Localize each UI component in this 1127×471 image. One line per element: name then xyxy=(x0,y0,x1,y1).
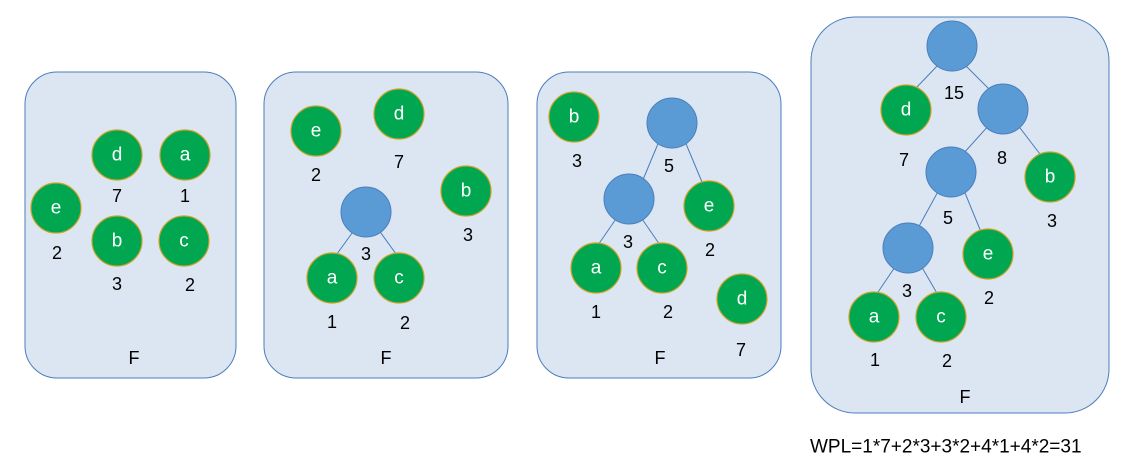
forest-label: F xyxy=(381,348,392,368)
node-weight: 2 xyxy=(705,240,715,260)
leaf-node-a: a xyxy=(159,129,211,181)
tree-edge xyxy=(597,215,619,246)
node-weight: 3 xyxy=(623,232,633,252)
node-weight: 1 xyxy=(180,186,190,206)
node-weight: 1 xyxy=(327,312,337,332)
node-letter: b xyxy=(112,231,123,252)
leaf-node-a: a xyxy=(848,291,900,343)
internal-node-3 xyxy=(340,186,392,238)
node-letter: b xyxy=(1045,167,1056,188)
tree-edge xyxy=(683,138,703,183)
leaf-node-c: c xyxy=(158,215,210,267)
leaf-node-e: e xyxy=(30,182,82,234)
internal-node-15 xyxy=(926,20,978,72)
node-weight: 8 xyxy=(997,148,1007,168)
tree-edge xyxy=(915,62,941,89)
tree-edge xyxy=(962,187,982,233)
leaf-node-c: c xyxy=(373,252,425,304)
node-weight: 1 xyxy=(591,302,601,322)
internal-node-5 xyxy=(925,146,977,198)
panel-background xyxy=(810,16,1110,414)
leaf-node-d: d xyxy=(373,88,425,140)
leaf-node-e: e xyxy=(962,228,1014,280)
forest-label: F xyxy=(655,348,666,368)
tree-edge xyxy=(919,263,939,296)
node-letter: a xyxy=(180,145,191,166)
forest-panel-1: d 7 a 1 e 2 b 3 c 2 F xyxy=(24,71,237,379)
leaf-node-a: a xyxy=(570,242,622,294)
leaf-node-a: a xyxy=(306,252,358,304)
node-letter: d xyxy=(901,100,912,121)
internal-node-3 xyxy=(882,222,934,274)
tree-edge xyxy=(1016,123,1044,159)
node-letter: e xyxy=(983,244,994,265)
leaf-node-d: d xyxy=(716,273,768,325)
leaf-node-b: b xyxy=(548,91,600,143)
tree-edge xyxy=(962,123,991,155)
leaf-node-b: b xyxy=(91,215,143,267)
node-weight: 7 xyxy=(112,186,122,206)
node-letter: b xyxy=(461,181,472,202)
node-weight: 3 xyxy=(572,151,582,171)
node-weight: 2 xyxy=(400,313,410,333)
node-weight: 3 xyxy=(1047,211,1057,231)
internal-node-3 xyxy=(603,173,655,225)
forest-panel-4: 15 d 7 8 5 b 3 3 e 2 xyxy=(810,16,1110,414)
node-weight: 2 xyxy=(942,351,952,371)
leaf-node-b: b xyxy=(440,165,492,217)
node-letter: e xyxy=(51,198,62,219)
node-letter: a xyxy=(591,258,602,279)
node-weight: 3 xyxy=(463,225,473,245)
node-letter: b xyxy=(569,107,580,128)
wpl-formula: WPL=1*7+2*3+3*2+4*1+4*2=31 xyxy=(810,437,1082,458)
node-letter: d xyxy=(112,145,123,166)
node-letter: d xyxy=(394,104,405,125)
node-letter: d xyxy=(737,289,748,310)
node-letter: c xyxy=(936,307,946,328)
node-weight: 2 xyxy=(185,275,195,295)
leaf-node-e: e xyxy=(290,105,342,157)
forest-label: F xyxy=(129,348,140,368)
node-weight: 3 xyxy=(112,274,122,294)
node-weight: 7 xyxy=(899,150,909,170)
tree-edge xyxy=(639,215,661,246)
node-weight: 3 xyxy=(361,244,371,264)
leaf-node-c: c xyxy=(915,291,967,343)
forest-panel-3: b 3 5 3 e 2 a 1 c 2 d xyxy=(536,71,782,379)
forest-label: F xyxy=(960,387,971,407)
node-weight: 2 xyxy=(311,165,321,185)
node-letter: e xyxy=(704,196,715,217)
node-letter: c xyxy=(394,268,404,289)
node-weight: 5 xyxy=(943,208,953,228)
node-letter: e xyxy=(311,121,322,142)
node-letter: a xyxy=(869,307,880,328)
leaf-node-d: d xyxy=(91,129,143,181)
node-letter: c xyxy=(179,231,189,252)
forest-panel-2: e 2 d 7 3 b 3 a 1 c 2 F xyxy=(263,71,509,379)
tree-edge xyxy=(962,62,994,94)
tree-edge xyxy=(916,187,941,231)
node-weight: 2 xyxy=(984,288,994,308)
node-weight: 3 xyxy=(902,281,912,301)
leaf-node-d: d xyxy=(880,84,932,136)
leaf-node-b: b xyxy=(1024,151,1076,203)
node-weight: 1 xyxy=(870,350,880,370)
node-weight: 15 xyxy=(944,83,964,103)
node-letter: a xyxy=(327,268,338,289)
node-letter: c xyxy=(657,258,667,279)
node-weight: 7 xyxy=(736,340,746,360)
leaf-node-c: c xyxy=(636,242,688,294)
node-weight: 5 xyxy=(664,156,674,176)
node-weight: 2 xyxy=(52,243,62,263)
leaf-node-e: e xyxy=(683,180,735,232)
node-weight: 7 xyxy=(394,152,404,172)
tree-edge xyxy=(641,138,661,183)
tree-edge xyxy=(875,263,898,296)
internal-node-8 xyxy=(977,83,1029,135)
node-weight: 2 xyxy=(663,302,673,322)
internal-node-5 xyxy=(646,97,698,149)
